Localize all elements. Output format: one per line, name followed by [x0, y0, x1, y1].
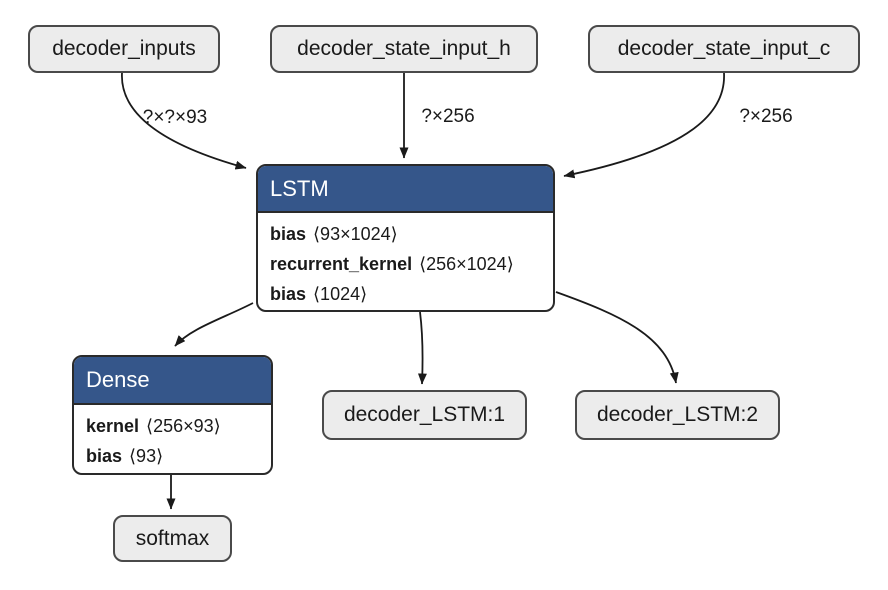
param-shape: ⟨93⟩ — [129, 446, 164, 466]
lstm-params: bias ⟨93×1024⟩ recurrent_kernel ⟨256×1024⟩… — [258, 213, 553, 309]
param-name: bias — [270, 284, 307, 304]
edge-label-state-c-shape: ?×256 — [739, 106, 793, 127]
param-name: bias — [270, 224, 307, 244]
dense-title: Dense — [86, 367, 150, 392]
param-name: kernel — [86, 416, 140, 436]
dense-param-bias: bias ⟨93⟩ — [86, 441, 259, 471]
node-dense-layer: Dense kernel ⟨256×93⟩ bias ⟨93⟩ — [72, 355, 273, 475]
lstm-param-bias-2: bias ⟨1024⟩ — [270, 279, 541, 309]
node-label: decoder_state_input_c — [617, 37, 831, 60]
param-name: recurrent_kernel — [270, 254, 413, 274]
node-label: decoder_state_input_h — [297, 37, 511, 60]
lstm-param-bias-1: bias ⟨93×1024⟩ — [270, 219, 541, 249]
node-label: decoder_LSTM:2 — [596, 403, 759, 426]
edge-lstm-to-dense — [174, 302, 254, 347]
dense-params: kernel ⟨256×93⟩ bias ⟨93⟩ — [74, 405, 271, 471]
edge-label-inputs-shape: ?×?×93 — [142, 107, 208, 128]
lstm-title: LSTM — [270, 175, 329, 201]
node-softmax: softmax — [113, 515, 232, 562]
node-decoder-state-input-c: decoder_state_input_c — [588, 25, 860, 73]
param-shape: ⟨256×1024⟩ — [419, 254, 514, 274]
param-name: bias — [86, 446, 123, 466]
edge-state-c-to-lstm — [563, 72, 725, 179]
node-lstm-layer: LSTM bias ⟨93×1024⟩ recurrent_kernel ⟨256×… — [256, 164, 555, 312]
node-label: softmax — [135, 526, 210, 550]
edge-label-state-h-shape: ?×256 — [421, 106, 475, 127]
param-shape: ⟨93×1024⟩ — [313, 224, 398, 244]
node-decoder-lstm-1: decoder_LSTM:1 — [322, 390, 527, 440]
edge-lstm-to-decoder-lstm-1 — [417, 311, 427, 385]
dense-header: Dense — [74, 357, 271, 405]
node-label: decoder_inputs — [52, 37, 196, 60]
dense-param-kernel: kernel ⟨256×93⟩ — [86, 411, 259, 441]
param-shape: ⟨256×93⟩ — [146, 416, 221, 436]
node-decoder-state-input-h: decoder_state_input_h — [270, 25, 538, 73]
edge-lstm-to-decoder-lstm-2 — [555, 291, 679, 384]
lstm-header: LSTM — [258, 166, 553, 213]
lstm-param-recurrent-kernel: recurrent_kernel ⟨256×1024⟩ — [270, 249, 541, 279]
node-label: decoder_LSTM:1 — [343, 403, 506, 426]
param-shape: ⟨1024⟩ — [313, 284, 368, 304]
node-decoder-lstm-2: decoder_LSTM:2 — [575, 390, 780, 440]
node-decoder-inputs: decoder_inputs — [28, 25, 220, 73]
